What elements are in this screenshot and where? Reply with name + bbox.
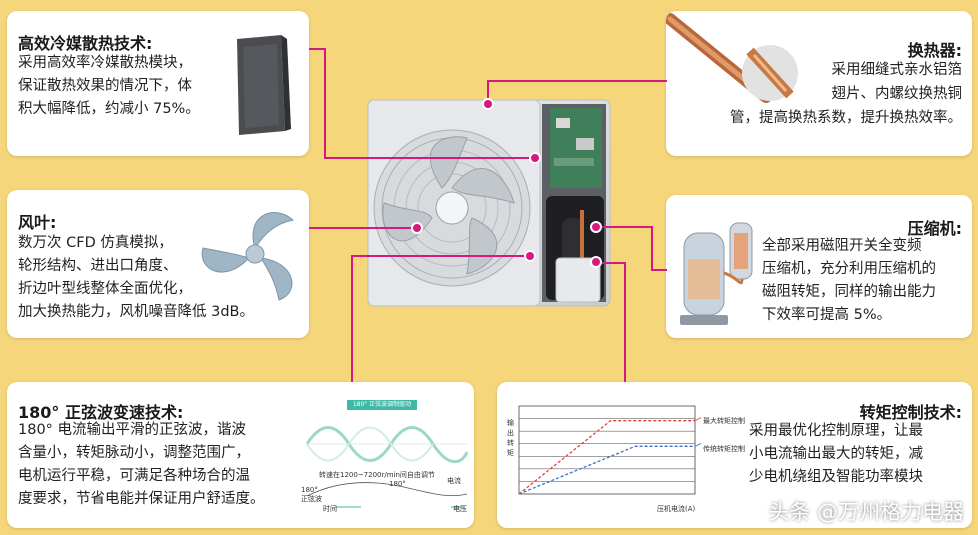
sine-left-label-1: 180°: [301, 486, 318, 494]
legend-leader-1: [694, 442, 702, 447]
compressor-title: 压缩机:: [907, 219, 962, 238]
heat-exchanger-line-1: 采用细缝式亲水铝箔: [831, 62, 963, 78]
panel-torque-control: 转矩控制技术: 采用最优化控制原理，让最 小电流输出最大的转矩，减 少电机绕组及…: [497, 382, 972, 528]
fan-blade-image: [201, 212, 295, 301]
heat-exchanger-title: 换热器:: [907, 41, 962, 60]
panel-sine-wave: 180° 正弦波变速技术: 180° 电流输出平滑的正弦波，谐波 含量小，转矩脉…: [7, 382, 474, 528]
wire-compressor-h: [600, 226, 652, 228]
sine-banner: 180° 正弦波调制驱动: [347, 400, 417, 410]
refrigerant-line-3: 积大幅降低，约减小 75%。: [18, 101, 200, 117]
torque-chart: 输出转矩 压机电流(A) 最大转矩控制 传统转矩控制: [499, 394, 747, 526]
series-line-traditional-torque: [518, 445, 695, 495]
torque-chart-svg: [518, 405, 702, 495]
sine-line-1: 180° 电流输出平滑的正弦波，谐波: [18, 422, 247, 438]
sine-line-4: 度要求，节省电能并保证用户舒适度。: [18, 491, 265, 507]
legend-leader-0: [694, 417, 702, 422]
heat-exchanger-line-2: 翅片、内螺纹换热铜: [831, 86, 963, 102]
legend-max-torque: 最大转矩控制: [703, 417, 745, 425]
panel-fan: 风叶: 数万次 CFD 仿真模拟， 轮形结构、进出口角度、 折边叶型线整体全面优…: [7, 190, 309, 338]
chart-ylabel: 输出转矩: [507, 419, 514, 457]
sine-line-2: 含量小，转矩脉动小，调整范围广，: [18, 445, 250, 461]
fan-title: 风叶:: [18, 213, 57, 232]
compressor-line-3: 磁阻转矩，同样的输出能力: [762, 284, 936, 300]
pointer-compressor: [590, 221, 602, 233]
fan-line-3: 折边叶型线整体全面优化，: [18, 281, 192, 297]
sine-current-label: 电流: [447, 477, 461, 485]
pointer-heat-exchanger: [482, 98, 494, 110]
sine-left-label-2: 正弦波: [301, 495, 322, 503]
sine-diagram: 180° 正弦波调制驱动 转速在1200~7200r/min间自由调节 180°…: [301, 400, 469, 522]
chart-frame: [518, 405, 696, 495]
copper-tube-image: [666, 13, 798, 103]
sine-angle-label: 180°: [389, 480, 406, 488]
wire-refrigerant-h2: [324, 157, 534, 159]
refrigerant-line-2: 保证散热效果的情况下，体: [18, 78, 192, 94]
wire-compressor-v: [651, 226, 653, 270]
wire-fan: [309, 227, 417, 229]
watermark: 头条 @万州格力电器: [768, 500, 964, 524]
cooling-module-image: [237, 35, 291, 135]
wire-torque-h: [598, 262, 626, 264]
compressor-line-1: 全部采用磁阻开关全变频: [762, 238, 922, 254]
panel-compressor: 压缩机: 全部采用磁阻开关全变频 压缩机，充分利用压缩机的 磁阻转矩，同样的输出…: [666, 195, 972, 338]
wire-refrigerant-h1: [309, 48, 326, 50]
panel-refrigerant-cooling: 高效冷媒散热技术: 采用高效率冷媒散热模块， 保证散热效果的情况下，体 积大幅降…: [7, 11, 309, 156]
wire-sine-v: [351, 255, 353, 382]
legend-traditional-torque: 传统转矩控制: [703, 445, 745, 453]
wire-torque-v: [624, 262, 626, 382]
outdoor-unit-illustration: [367, 99, 611, 307]
pointer-sine: [524, 250, 536, 262]
pointer-refrigerant: [529, 152, 541, 164]
series-line-max-torque: [518, 420, 695, 495]
wire-sine-h: [351, 255, 529, 257]
pointer-torque: [590, 256, 602, 268]
refrigerant-title: 高效冷媒散热技术:: [18, 34, 153, 53]
sine-title: 180° 正弦波变速技术:: [18, 403, 184, 422]
outdoor-unit: [366, 98, 612, 310]
sine-waves: [305, 426, 469, 508]
fan-line-4: 加大换热能力，风机噪音降低 3dB。: [18, 304, 254, 320]
sine-time-label: 时间: [323, 505, 337, 513]
sine-voltage-label: 电压: [453, 505, 467, 513]
compressor-image: [680, 222, 753, 325]
refrigerant-line-1: 采用高效率冷媒散热模块，: [18, 55, 192, 71]
compressor-line-4: 下效率可提高 5%。: [762, 307, 892, 323]
wire-heat-exchanger-h: [487, 80, 667, 82]
fan-line-1: 数万次 CFD 仿真模拟，: [18, 235, 173, 251]
sine-line-3: 电机运行平稳，可满足各种场合的温: [18, 468, 250, 484]
torque-title: 转矩控制技术:: [859, 403, 962, 422]
torque-line-3: 少电机绕组及智能功率模块: [749, 469, 923, 485]
wire-refrigerant: [324, 48, 326, 158]
wire-compressor-h2: [651, 269, 667, 271]
sine-speed-note: 转速在1200~7200r/min间自由调节: [319, 471, 435, 479]
torque-line-1: 采用最优化控制原理，让最: [749, 423, 923, 439]
pointer-fan: [411, 222, 423, 234]
heat-exchanger-line-3: 管，提高换热系数，提升换热效率。: [730, 110, 962, 126]
compressor-line-2: 压缩机，充分利用压缩机的: [762, 261, 936, 277]
torque-line-2: 小电流输出最大的转矩，减: [749, 446, 923, 462]
panel-heat-exchanger: 换热器: 采用细缝式亲水铝箔 翅片、内螺纹换热铜 管，提高换热系数，提升换热效率…: [666, 11, 972, 156]
fan-line-2: 轮形结构、进出口角度、: [18, 258, 178, 274]
chart-xlabel: 压机电流(A): [657, 505, 696, 513]
wire-heat-exchanger-v: [487, 80, 489, 104]
